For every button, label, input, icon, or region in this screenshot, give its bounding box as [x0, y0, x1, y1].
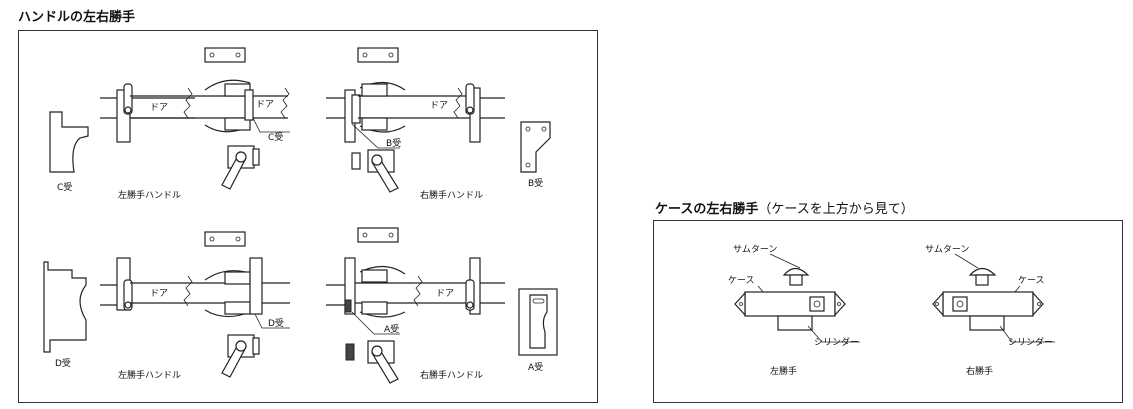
cylinder-body: [969, 315, 1005, 331]
door-label: ドア: [150, 289, 168, 299]
door-label: ドア: [150, 103, 168, 113]
cylinder-label: シリンダー: [1008, 336, 1053, 348]
a-receiver-label: A受: [528, 361, 543, 373]
case-section-subtitle: （ケースを上方から見て）: [758, 202, 914, 217]
case-left: サムターン ケース シリンダー 左勝手: [728, 244, 860, 377]
d-receiver-label: D受: [268, 317, 284, 329]
frame: [344, 257, 356, 315]
handle-section-title: ハンドルの左右勝手: [18, 10, 136, 25]
b-receiver-shape: [520, 121, 551, 173]
thumbturn-label: サムターン: [733, 244, 777, 255]
thumbturn-knob: [782, 267, 810, 276]
door-label: ドア: [436, 289, 454, 299]
case-label: ケース: [1018, 275, 1045, 286]
a-receiver-frame: [518, 288, 558, 356]
c-receiver-shape: [49, 111, 89, 173]
case-label: ケース: [728, 275, 755, 286]
a-receiver-shape: [529, 294, 548, 349]
case-left-caption: 左勝手: [770, 365, 797, 377]
handle-plate: [357, 47, 399, 63]
panel-left-handle-d: D受 ドア D受 左勝手ハンドル: [43, 231, 290, 381]
case-section-title: ケースの左右勝手（ケースを上方から見て）: [655, 202, 914, 217]
handle-plate: [204, 47, 246, 63]
b-receiver-label: B受: [386, 137, 401, 149]
handle-plate: [357, 227, 399, 243]
cylinder-body: [777, 315, 813, 331]
hinge: [465, 83, 475, 115]
c-receiver-label: C受: [268, 131, 283, 143]
hinge: [123, 83, 133, 115]
left-handle-caption: 左勝手ハンドル: [118, 189, 181, 201]
panel-left-handle-c: C受 ドア ドア C受 左勝手ハンドル: [49, 47, 290, 201]
panel-right-handle-a: ドア A受 右勝手ハンドル A受: [326, 227, 558, 384]
case-right: サムターン ケース シリンダー 右勝手: [925, 244, 1055, 377]
left-handle-caption: 左勝手ハンドル: [118, 369, 181, 381]
a-receiver-label: A受: [384, 323, 399, 335]
thumbturn-label: サムターン: [925, 244, 969, 255]
right-handle-caption: 右勝手ハンドル: [420, 189, 483, 201]
b-receiver-label: B受: [528, 177, 543, 189]
panel-right-handle-b: ドア B受 右勝手ハンドル B受: [326, 47, 551, 201]
door-label: ドア: [430, 101, 448, 111]
thumbturn-stem: [789, 274, 803, 286]
cylinder-label: シリンダー: [814, 336, 859, 348]
thumbturn-knob: [968, 267, 997, 276]
case-diagram-frame: [653, 220, 1123, 403]
thumbturn-stem: [975, 274, 989, 286]
hinge-frame: [469, 87, 481, 143]
door-label: ドア: [256, 100, 274, 110]
right-handle-caption: 右勝手ハンドル: [420, 369, 483, 381]
handle-diagram-frame: [18, 30, 598, 403]
d-receiver-label: D受: [55, 357, 71, 369]
case-right-caption: 右勝手: [966, 365, 993, 377]
c-receiver-label: C受: [57, 181, 72, 193]
d-receiver-shape: [43, 261, 87, 353]
handle-plate: [204, 231, 246, 247]
frame: [249, 257, 263, 315]
